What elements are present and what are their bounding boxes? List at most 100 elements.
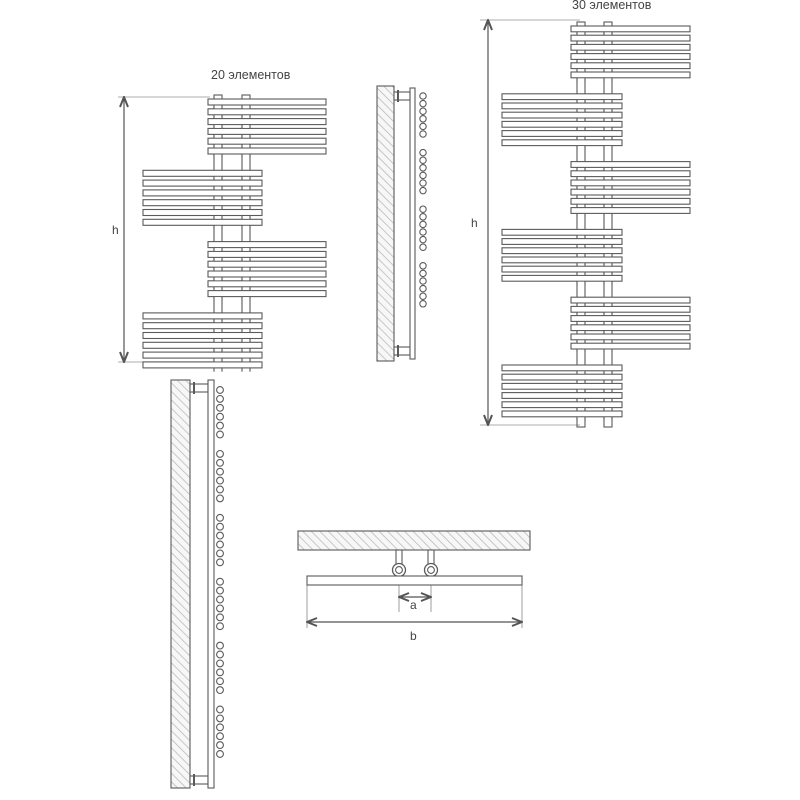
radiator-bar [570, 188, 691, 196]
tube-end-circle [419, 262, 427, 270]
tube-end-circle [216, 732, 224, 741]
tube-end-circle [216, 741, 224, 750]
radiator-bar [570, 170, 691, 178]
radiator-bar [501, 238, 623, 245]
collector-pipe [409, 87, 416, 360]
radiator-bar [570, 161, 691, 168]
dimension-lines [118, 20, 580, 628]
header-tube-gap [604, 331, 612, 334]
header-tube-gap [604, 340, 612, 343]
header-tube-gap [604, 235, 612, 238]
header-tube-gap [214, 358, 222, 362]
radiator-bar [570, 207, 691, 214]
tube-end-circle [216, 458, 224, 467]
tube-end-circle [419, 122, 427, 131]
header-tube-gap [214, 135, 222, 138]
radiator-bar [207, 241, 327, 249]
mount-stem [427, 549, 435, 565]
radiator-side-view-large [170, 379, 224, 789]
radiator-bar [142, 189, 263, 197]
header-tube-gap [242, 135, 250, 138]
header-tube-gap [577, 214, 585, 217]
tube-end-circle [419, 292, 427, 300]
header-tube-gap [577, 168, 585, 171]
header-tube-gap [604, 417, 612, 420]
header-tube-gap [604, 389, 612, 392]
radiator-bar [501, 102, 623, 110]
tube-end-circle [216, 659, 224, 668]
header-tube-gap [214, 154, 222, 158]
radiator-bar [570, 53, 691, 60]
radiator-bar [207, 127, 327, 135]
tube-end-circle [419, 186, 427, 195]
header-tube-gap [577, 245, 585, 248]
header-tube-gap [604, 168, 612, 171]
header-tube-gap [577, 389, 585, 392]
header-tube-gap [214, 339, 222, 342]
tube-end-circle [216, 641, 224, 650]
header-tube-gap [214, 258, 222, 261]
header-tube-gap [242, 358, 250, 362]
radiator-bar [570, 296, 691, 304]
header-tube-gap [577, 204, 585, 207]
radiator-bar [207, 290, 327, 298]
header-tube-gap [604, 399, 612, 402]
header-tube-gap [604, 50, 612, 53]
tube-end-circle [419, 148, 427, 157]
tube-end-circle [216, 613, 224, 622]
radiator-front-view-30 [501, 21, 691, 428]
header-tube-gap [242, 319, 250, 323]
header-tube-gap [242, 154, 250, 158]
radiator-bar [207, 118, 327, 126]
header-tube-gap [604, 177, 612, 180]
header-tube [603, 21, 613, 428]
tube-end-circle [216, 467, 224, 476]
pipe-circle-inner [427, 566, 435, 574]
radiator-bar [142, 208, 263, 217]
radiator-bar [501, 139, 623, 147]
header-tube-gap [242, 225, 250, 229]
header-tube-gap [242, 216, 250, 219]
radiator-bar [501, 130, 623, 137]
tube-end-circle [216, 403, 224, 412]
mount-stem [395, 549, 403, 565]
radiator-bar [570, 71, 691, 79]
wall-bracket [393, 91, 411, 101]
radiator-bar [207, 98, 327, 106]
tube-end-circle [216, 586, 224, 595]
tube-end-circle [419, 284, 427, 293]
header-tube-gap [214, 144, 222, 148]
header-tube-gap [242, 105, 250, 109]
header-tube-gap [604, 204, 612, 207]
header-tube-gap [242, 339, 250, 342]
radiator-bar [142, 218, 263, 226]
tube-end-circle [216, 421, 224, 430]
header-tube-gap [242, 206, 250, 209]
header-tube-gap [577, 109, 585, 112]
header-tube-gap [577, 235, 585, 238]
width-label-b: b [410, 629, 417, 643]
tube-end-circle [216, 558, 224, 567]
header-tube-gap [214, 216, 222, 219]
radiator-bar [570, 324, 691, 332]
header-tube-gap [242, 287, 250, 290]
radiator-bar [142, 341, 263, 349]
radiator-bar [570, 62, 691, 70]
wall-bracket [189, 775, 209, 785]
header-tube-gap [577, 254, 585, 257]
tube-end-circle [419, 130, 427, 138]
header-tube-gap [214, 329, 222, 332]
header-tube-gap [214, 196, 222, 200]
header-tube-gap [577, 408, 585, 411]
header-tube-gap [604, 32, 612, 35]
radiator-bar [501, 265, 623, 273]
radiator-bar [570, 342, 691, 350]
tube-end-circle [419, 171, 427, 180]
radiator-bar [570, 197, 691, 205]
header-tube-gap [242, 267, 250, 271]
radiator-bar [207, 270, 327, 278]
tube-end-circle [216, 577, 224, 586]
radiator-bar [142, 169, 263, 177]
header-tube-gap [577, 50, 585, 53]
tube-end-circle [419, 156, 427, 164]
